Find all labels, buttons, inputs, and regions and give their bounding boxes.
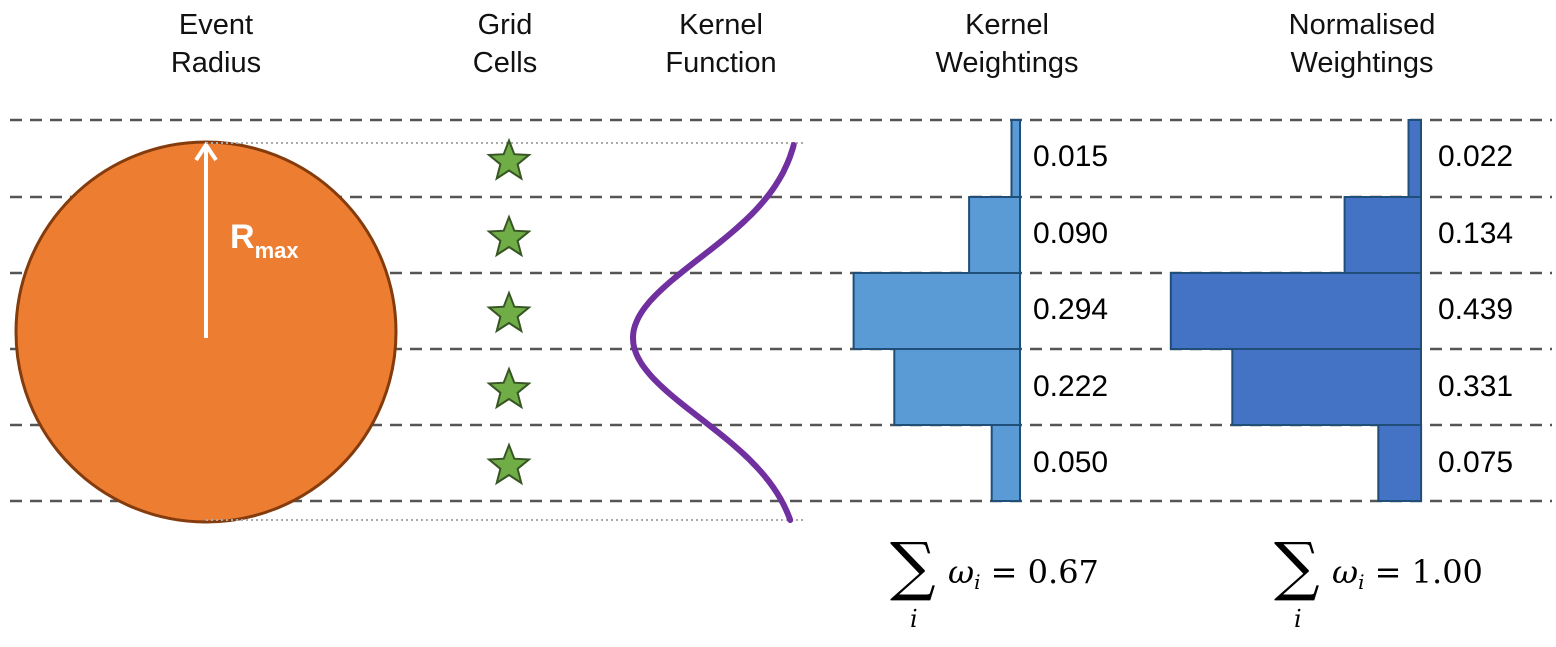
header-kernel-weightings: Kernel Weightings [936,6,1079,82]
kernel-weight-bar-5 [990,424,1022,502]
normalised-weight-bar-3 [1169,272,1423,350]
radius-label: Rmax [230,218,299,264]
radius-label-main: R [230,218,255,256]
normalised-weight-label-5: 0.075 [1438,446,1514,479]
kernel-weight-label-1: 0.015 [1033,140,1109,173]
normalised-weight-bar-5 [1377,424,1423,502]
star-icon [486,290,532,334]
header-normalised-weightings-line2: Weightings [1290,47,1434,79]
kernel-sum-formula: ∑ i ωi = 0.67 [890,535,1150,645]
normalised-weight-bar-2 [1343,196,1422,274]
normalised-weight-label-2: 0.134 [1438,217,1514,250]
normalised-sum-symbol-index: i [1358,570,1365,594]
kernel-sum-symbol-index: i [974,570,981,594]
star-icon [486,442,532,486]
header-kernel-weightings-line2: Weightings [935,47,1079,79]
header-kernel-function: Kernel Function [665,6,776,82]
normalised-weightings-bars [1169,119,1423,502]
star-icon [486,214,532,258]
normalised-sum-index: i [1294,605,1302,633]
normalised-weight-label-4: 0.331 [1438,370,1514,403]
kernel-sum-expression: ωi = 0.67 [948,553,1099,594]
radius-label-sub: max [254,238,299,263]
normalised-sum-expression: ωi = 1.00 [1332,553,1483,594]
sigma-icon: ∑ [1274,530,1320,604]
kernel-weight-bar-3 [852,272,1021,350]
header-kernel-function-line2: Function [665,47,777,79]
normalised-sum-symbol: ω [1332,553,1359,591]
kernel-sum-value: = 0.67 [990,553,1099,591]
grid-cell-stars [486,137,532,486]
normalised-weight-bar-4 [1231,348,1423,426]
header-kernel-weightings-line1: Kernel [965,9,1049,41]
normalised-sum-formula: ∑ i ωi = 1.00 [1274,535,1534,645]
kernel-function-curve [629,142,797,523]
kernel-weight-label-4: 0.222 [1033,370,1109,403]
normalised-weight-label-1: 0.022 [1438,140,1514,173]
header-normalised-weightings-line1: Normalised [1288,9,1436,41]
normalised-weight-label-3: 0.439 [1438,293,1514,326]
kernel-weight-bar-2 [968,196,1021,274]
star-icon [486,137,532,181]
normalised-sum-value: = 1.00 [1374,553,1483,591]
header-event-radius-line1: Event [178,9,254,41]
kernel-weight-label-5: 0.050 [1033,446,1109,479]
radius-arrowhead-icon [194,141,218,162]
header-grid-cells-line2: Cells [472,47,538,79]
header-grid-cells: Grid Cells [473,6,537,82]
star-icon [486,366,532,410]
header-event-radius: Event Radius [171,6,261,82]
header-kernel-function-line1: Kernel [679,9,763,41]
kernel-weight-label-3: 0.294 [1033,293,1109,326]
kernel-weightings-bars [852,119,1022,502]
kernel-sum-index: i [910,605,918,633]
header-event-radius-line2: Radius [170,47,262,79]
header-grid-cells-line1: Grid [477,9,533,41]
kernel-sum-symbol: ω [948,553,975,591]
sigma-icon: ∑ [890,530,936,604]
kernel-weight-label-2: 0.090 [1033,217,1109,250]
header-normalised-weightings: Normalised Weightings [1289,6,1436,82]
kernel-weight-bar-4 [893,348,1021,426]
normalised-weight-bar-1 [1407,119,1422,198]
kernel-weight-bar-1 [1010,119,1021,198]
